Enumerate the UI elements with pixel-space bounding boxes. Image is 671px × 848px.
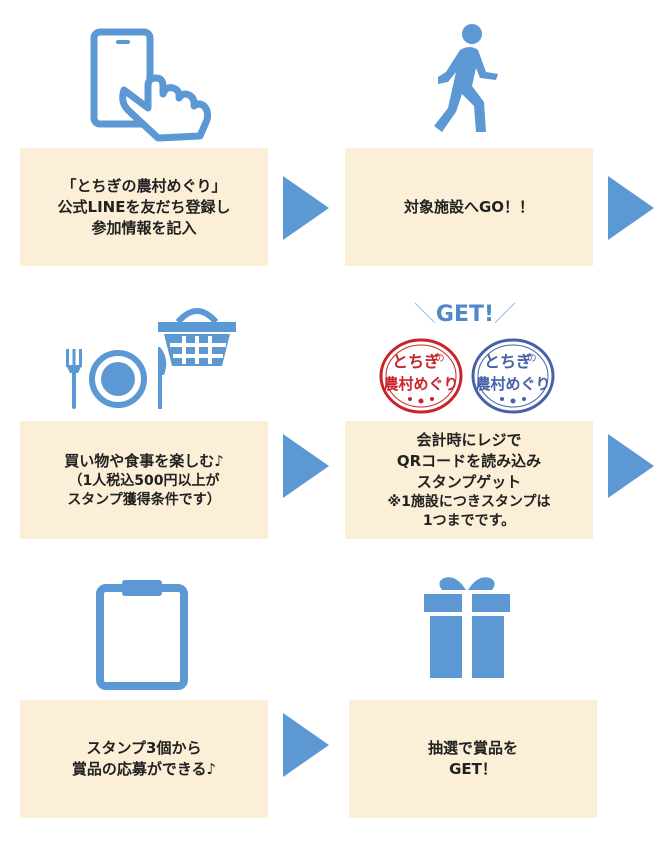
gift-icon — [424, 577, 510, 678]
arrow-right-icon — [608, 176, 654, 240]
arrow-right-icon — [608, 434, 654, 498]
arrow-right-icon — [283, 713, 329, 777]
step-box-stamp: 会計時にレジで QRコードを読み込み スタンプゲット ※1施設につきスタンプは … — [345, 421, 593, 539]
walking-person-icon — [434, 24, 498, 132]
basket-icon — [158, 308, 236, 366]
arrow-right-icon — [283, 434, 329, 498]
step-box-register: 「とちぎの農村めぐり」 公式LINEを友だち登録し 参加情報を記入 — [20, 148, 268, 266]
svg-text:の: の — [527, 354, 536, 364]
smartphone-tap-icon — [90, 28, 212, 142]
step-box-go: 対象施設へGO！！ — [345, 148, 593, 266]
svg-text:とちぎ: とちぎ — [484, 352, 532, 371]
svg-text:とちぎ: とちぎ — [392, 352, 440, 371]
step-box-apply: スタンプ3個から 賞品の応募ができる♪ — [20, 700, 268, 818]
get-label: ＼GET!／ — [413, 302, 517, 327]
arrow-right-icon — [283, 176, 329, 240]
stamp-blue: とちぎ の 農村めぐり — [471, 338, 555, 414]
clipboard-icon — [96, 580, 188, 690]
svg-text:農村めぐり: 農村めぐり — [475, 375, 550, 393]
svg-text:農村めぐり: 農村めぐり — [383, 375, 458, 393]
stamp-red: とちぎ の 農村めぐり — [379, 338, 463, 414]
plate-fork-knife-icon — [66, 347, 167, 409]
step-box-prize: 抽選で賞品を GET！ — [349, 700, 597, 818]
step-box-shopping: 買い物や食事を楽しむ♪ （1人税込500円以上が スタンプ獲得条件です） — [20, 421, 268, 539]
svg-text:の: の — [435, 354, 444, 364]
